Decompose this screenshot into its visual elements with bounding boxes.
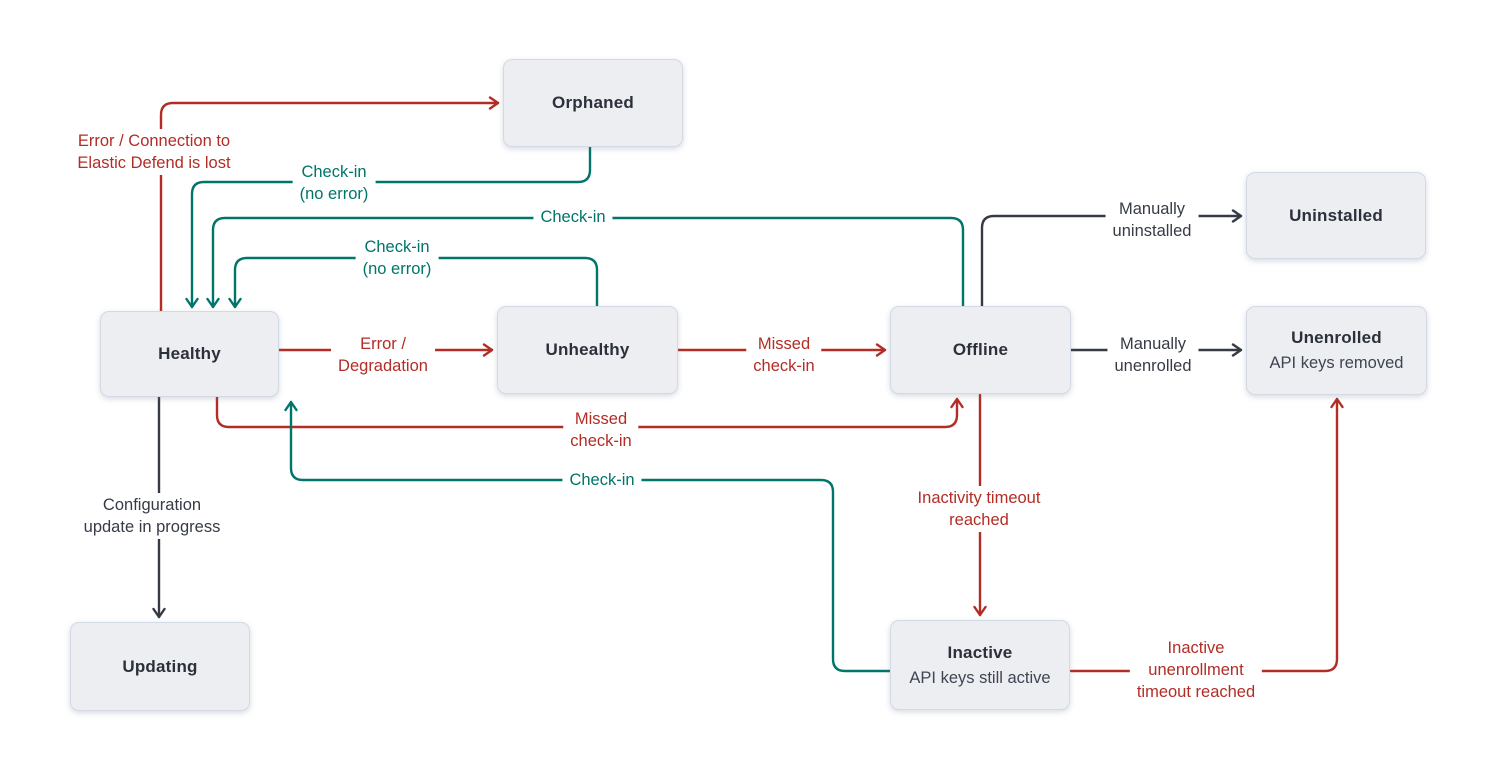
- transition-label-offline-uninstalled: Manually uninstalled: [1105, 197, 1199, 243]
- edge-inactive-unenrolled: [1069, 397, 1344, 673]
- state-box-updating: Updating: [70, 622, 250, 711]
- state-box-unenrolled: Unenrolled API keys removed: [1246, 306, 1427, 395]
- transition-label-healthy-updating: Configuration update in progress: [76, 493, 228, 539]
- state-title: Uninstalled: [1289, 205, 1383, 225]
- transition-label-healthy-offline: Missed check-in: [563, 407, 639, 453]
- edge-offline-uninstalled: [980, 209, 1243, 308]
- edge-offline-healthy: [206, 216, 965, 309]
- transition-label-orphaned-healthy: Check-in (no error): [292, 160, 376, 206]
- state-box-uninstalled: Uninstalled: [1246, 172, 1426, 259]
- transition-label-offline-healthy: Check-in: [533, 205, 613, 229]
- transition-label-healthy-orphaned: Error / Connection to Elastic Defend is …: [70, 129, 238, 175]
- transition-label-offline-inactive: Inactivity timeout reached: [910, 486, 1048, 532]
- state-title: Unhealthy: [545, 340, 630, 359]
- transition-label-inactive-unenrolled: Inactive unenrollment timeout reached: [1129, 636, 1263, 704]
- state-title: Healthy: [158, 344, 221, 363]
- transition-label-offline-unenrolled: Manually unenrolled: [1107, 332, 1199, 378]
- state-subtitle: API keys removed: [1269, 354, 1404, 372]
- transition-label-unhealthy-healthy: Check-in (no error): [355, 235, 439, 281]
- state-title: Unenrolled: [1291, 328, 1382, 347]
- state-title: Offline: [952, 340, 1009, 359]
- state-title: Updating: [122, 656, 198, 676]
- state-box-orphaned: Orphaned: [503, 59, 683, 147]
- transition-label-unhealthy-offline: Missed check-in: [746, 332, 822, 378]
- state-title: Orphaned: [552, 93, 634, 112]
- transition-label-healthy-unhealthy: Error / Degradation: [331, 332, 435, 378]
- state-box-unhealthy: Unhealthy: [497, 306, 678, 394]
- transition-label-inactive-healthy: Check-in: [562, 468, 642, 492]
- edge-orphaned-healthy: [185, 145, 592, 309]
- edge-inactive-healthy: [284, 400, 892, 673]
- state-box-offline: Offline: [890, 306, 1071, 394]
- state-box-inactive: Inactive API keys still active: [890, 620, 1070, 710]
- state-subtitle: API keys still active: [909, 668, 1051, 687]
- state-box-healthy: Healthy: [100, 311, 279, 397]
- edge-healthy-orphaned: [159, 96, 500, 313]
- state-title: Inactive: [947, 642, 1013, 662]
